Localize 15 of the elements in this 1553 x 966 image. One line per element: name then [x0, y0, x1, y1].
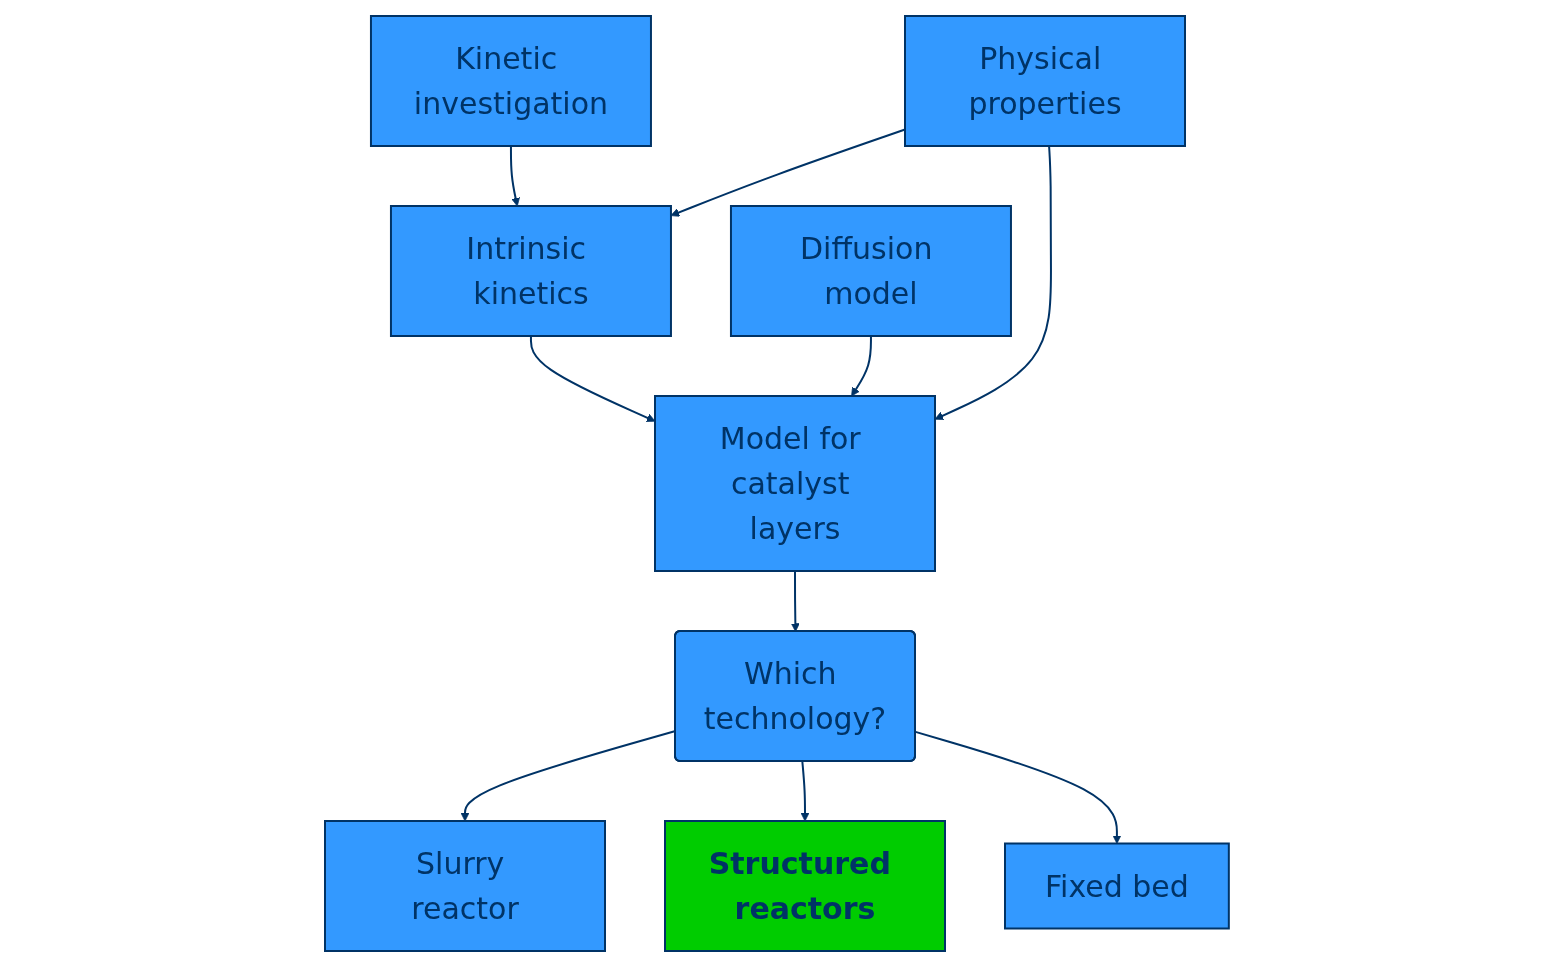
arrow [800, 760, 809, 821]
node-box: Fixed bed [1003, 842, 1230, 929]
arrow [529, 334, 655, 422]
arrow [850, 334, 872, 396]
arrow [934, 144, 1052, 420]
node-box: Physical properties [903, 14, 1186, 147]
arrow [509, 144, 520, 206]
node-box: Kinetic investigation [369, 14, 652, 147]
arrow [914, 730, 1121, 844]
node-box: Slurry reactor [323, 819, 606, 952]
node-box: Intrinsic kinetics [389, 204, 672, 337]
node-box: Diffusion model [729, 204, 1012, 337]
node-box: Structured reactors [663, 819, 946, 952]
arrow [790, 569, 800, 632]
node-box: Model for catalyst layers [653, 394, 936, 572]
